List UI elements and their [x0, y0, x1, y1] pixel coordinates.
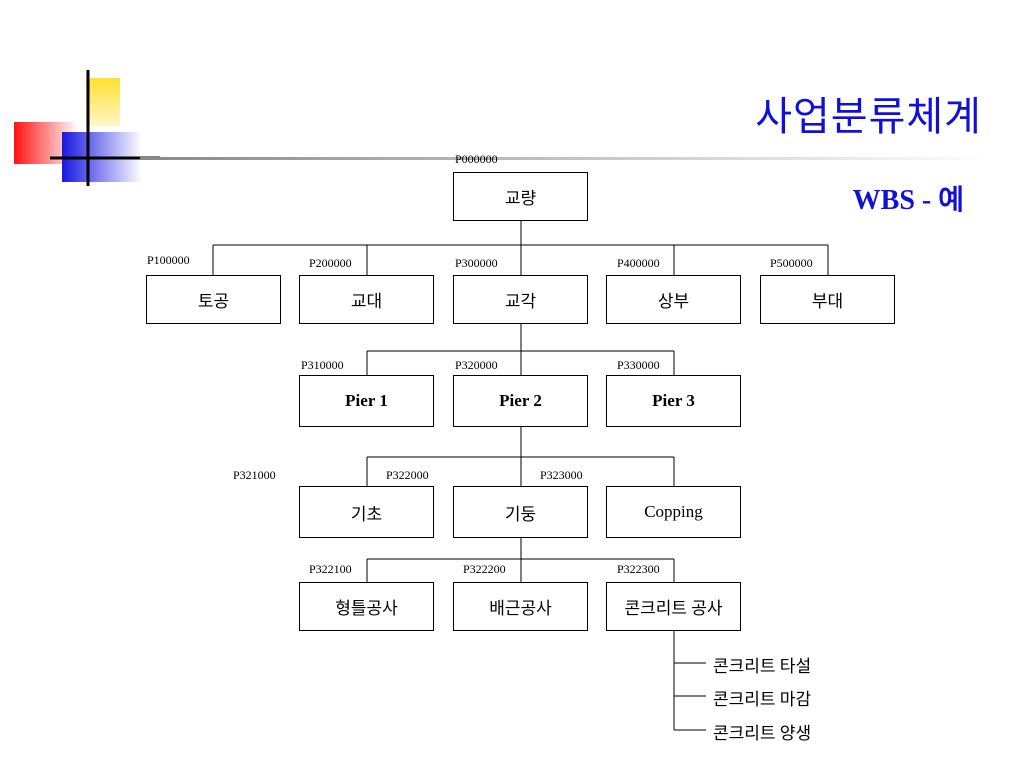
node-label: 토공	[197, 292, 230, 311]
wbs-node-l4-2: 배근공사	[453, 582, 588, 631]
level3-code-2: P322000	[386, 468, 429, 482]
level2-code-3: P330000	[617, 358, 660, 372]
node-label: 교량	[504, 189, 537, 208]
title-rule	[140, 157, 1000, 160]
level1-code-4: P400000	[617, 256, 660, 270]
wbs-node-l1-4: 상부	[606, 275, 741, 324]
node-label: 부대	[811, 292, 844, 311]
wbs-node-l3-1: 기초	[299, 486, 434, 538]
level1-code-1: P100000	[147, 253, 190, 267]
level1-code-5: P500000	[770, 256, 813, 270]
level4-code-1: P322100	[309, 562, 352, 576]
node-label: 교각	[504, 292, 537, 311]
node-label: 상부	[657, 292, 690, 311]
node-label: 기둥	[504, 504, 537, 524]
node-label: 콘크리트 공사	[624, 599, 723, 618]
node-label: Pier 2	[499, 391, 542, 410]
level4-code-3: P322300	[617, 562, 660, 576]
level3-code-3: P323000	[540, 468, 583, 482]
root-code: P000000	[455, 152, 498, 166]
node-label: 배근공사	[489, 599, 552, 618]
wbs-node-l3-2: 기둥	[453, 486, 588, 538]
wbs-node-l1-5: 부대	[760, 275, 895, 324]
wbs-leaf-3: 콘크리트 양생	[713, 724, 812, 743]
wbs-node-l2-2: Pier 2	[453, 375, 588, 427]
node-label: Copping	[644, 502, 703, 521]
node-label: 기초	[350, 504, 383, 524]
node-label: Pier 1	[345, 391, 388, 410]
level2-code-1: P310000	[301, 358, 344, 372]
level1-code-2: P200000	[309, 256, 352, 270]
wbs-node-l1-1: 토공	[146, 275, 281, 324]
logo-yellow-square	[86, 78, 120, 126]
wbs-node-l4-3: 콘크리트 공사	[606, 582, 741, 631]
wbs-node-l1-2: 교대	[299, 275, 434, 324]
slide-title: 사업분류체계	[755, 94, 982, 140]
node-label: 교대	[350, 292, 383, 311]
wbs-node-l4-1: 형틀공사	[299, 582, 434, 631]
level3-code-1: P321000	[233, 468, 276, 482]
level2-code-2: P320000	[455, 358, 498, 372]
wbs-leaf-2: 콘크리트 마감	[713, 690, 812, 709]
level4-code-2: P322200	[463, 562, 506, 576]
node-label: Pier 3	[652, 391, 695, 410]
wbs-node-root: 교량	[453, 172, 588, 221]
slide-subtitle: WBS - 예	[852, 185, 964, 216]
node-label: 형틀공사	[335, 599, 398, 618]
wbs-node-l2-3: Pier 3	[606, 375, 741, 427]
wbs-leaf-1: 콘크리트 타설	[713, 657, 812, 676]
wbs-node-l1-3: 교각	[453, 275, 588, 324]
wbs-node-l3-3: Copping	[606, 486, 741, 538]
wbs-node-l2-1: Pier 1	[299, 375, 434, 427]
level1-code-3: P300000	[455, 256, 498, 270]
